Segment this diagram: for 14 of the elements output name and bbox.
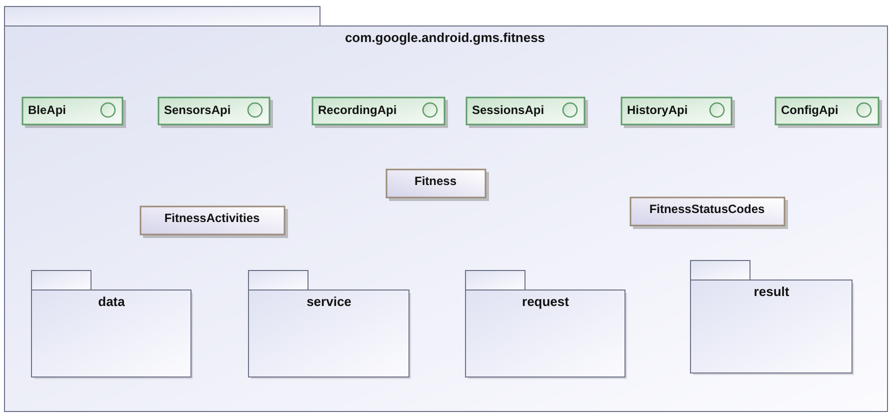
interface-name: ConfigApi (781, 103, 838, 117)
package-name: data (97, 294, 126, 309)
interface-name: BleApi (28, 103, 66, 117)
package-name: request (521, 294, 570, 309)
package-name: com.google.android.gms.fitness (344, 30, 546, 45)
interface-name: SessionsApi (472, 103, 544, 117)
package-name: service (306, 294, 352, 309)
package-name: result (752, 284, 790, 299)
interface-name: RecordingApi (318, 103, 397, 117)
class-name: FitnessStatusCodes (648, 202, 766, 216)
class-name: Fitness (413, 174, 458, 188)
interface-name: HistoryApi (627, 103, 688, 117)
interface-name: SensorsApi (164, 103, 231, 117)
class-name: FitnessActivities (163, 211, 261, 225)
